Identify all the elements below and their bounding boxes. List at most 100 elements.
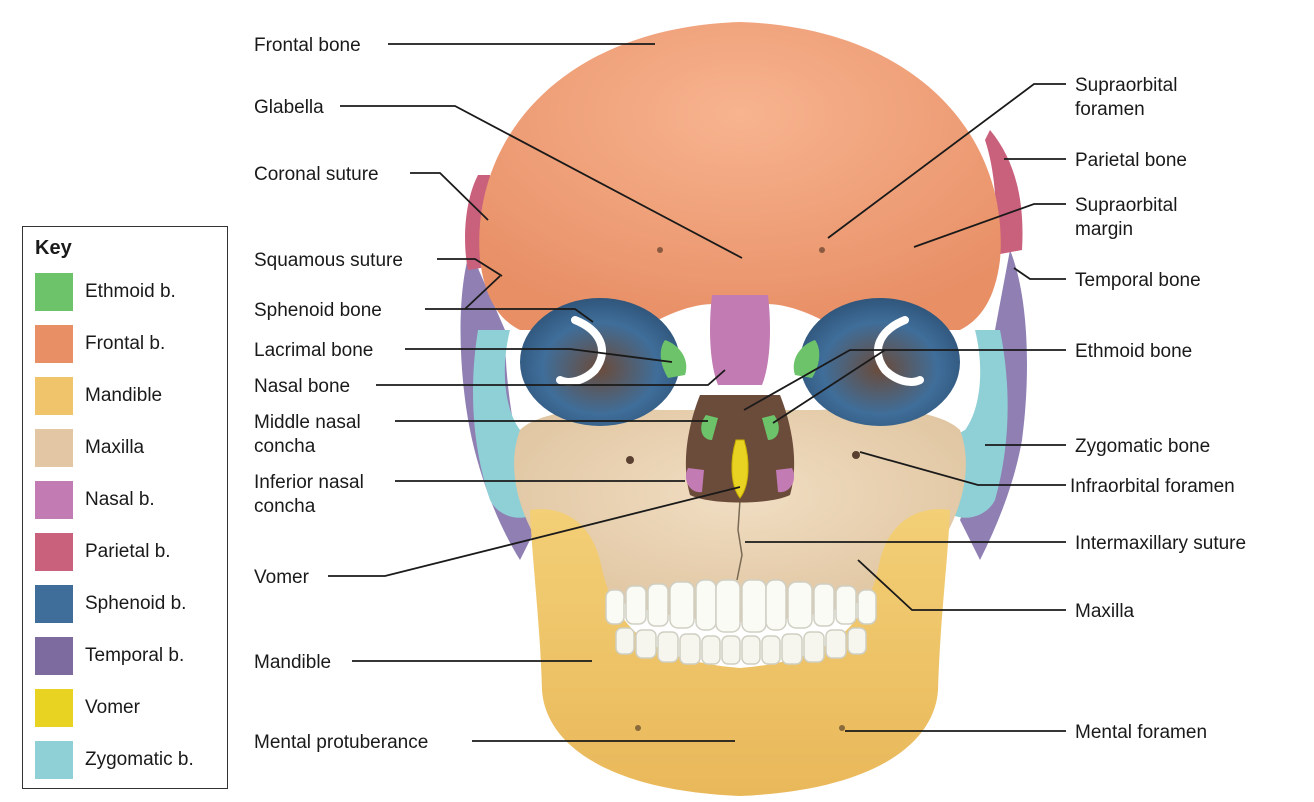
tooth [847,627,867,655]
label-supraorbital-margin-line1: Supraorbital [1075,195,1177,216]
label-lacrimal-bone: Lacrimal bone [254,340,373,361]
mental-foramen-right [839,725,845,731]
label-glabella: Glabella [254,97,324,118]
label-zygomatic-bone: Zygomatic bone [1075,436,1210,457]
tooth [741,635,761,665]
key-item-nasal: Nasal b. [35,481,225,519]
leader-lines [328,43,1066,742]
tooth [635,629,657,659]
tooth [825,629,847,659]
leader-ethmoid-bone-2 [743,349,885,411]
right-orbit-fissure [873,316,924,386]
tooth [701,635,721,665]
label-infraorbital-foramen: Infraorbital foramen [1070,476,1235,497]
nasal-bone-shape [710,295,770,385]
leader-vomer [328,486,741,577]
supraorbital-foramen-right [819,247,825,253]
labels-right: Supraorbital foramen Parietal bone Supra… [1070,75,1246,743]
key-swatch [35,637,73,675]
tooth [721,635,741,665]
key-item-maxilla: Maxilla [35,429,225,467]
tooth [835,585,857,625]
lower-teeth [615,627,867,665]
leader-infraorbital-foramen [859,451,1066,486]
key-swatch [35,273,73,311]
key-swatch [35,481,73,519]
tooth [647,583,669,627]
tooth [741,579,767,633]
key-label: Nasal b. [85,489,155,510]
tooth [765,579,787,631]
key-swatch [35,741,73,779]
tooth [657,631,679,663]
label-supraorbital-margin-line2: margin [1075,219,1133,240]
label-intermaxillary-suture: Intermaxillary suture [1075,533,1246,554]
inferior-nasal-concha-shape-right [776,468,795,493]
key-label: Ethmoid b. [85,281,176,302]
leader-sphenoid-bone-2 [465,308,594,323]
key-item-ethmoid: Ethmoid b. [35,273,225,311]
label-vomer: Vomer [254,567,310,588]
label-mental-protuberance: Mental protuberance [254,732,428,753]
mandible-shape [530,509,950,796]
vomer-shape [731,439,749,499]
leader-lacrimal-bone [405,348,673,363]
key-item-frontal: Frontal b. [35,325,225,363]
key-swatch [35,585,73,623]
key-swatch [35,325,73,363]
key-item-vomer: Vomer [35,689,225,727]
key-label: Vomer [85,697,140,718]
upper-teeth [605,579,877,633]
key-label: Sphenoid b. [85,593,187,614]
tooth [781,633,803,665]
key-swatch [35,377,73,415]
label-maxilla: Maxilla [1075,601,1135,622]
leader-glabella [340,105,743,259]
label-squamous-suture: Squamous suture [254,250,403,271]
key-item-temporal: Temporal b. [35,637,225,675]
key-swatch [35,533,73,571]
key-label: Parietal b. [85,541,171,562]
label-sphenoid-bone: Sphenoid bone [254,300,382,321]
label-frontal-bone: Frontal bone [254,35,361,56]
leader-nasal-bone [376,369,726,386]
label-middle-nasal-concha-line2: concha [254,436,316,457]
tooth [787,581,813,629]
key-label: Mandible [85,385,163,406]
label-inferior-nasal-concha-line1: Inferior nasal [254,472,364,493]
left-orbit-fissure [556,316,607,386]
labels-left: Frontal bone Glabella Coronal suture Squ… [254,35,428,753]
tooth [715,579,741,633]
skull-illustration [460,22,1027,796]
mental-foramen-left [635,725,641,731]
tooth [615,627,635,655]
tooth [625,585,647,625]
leader-temporal-bone [1013,267,1066,280]
label-supraorbital-foramen-line2: foramen [1075,99,1145,120]
tooth [605,589,625,625]
infraorbital-foramen-left [626,456,634,464]
color-key: Key Ethmoid b. Frontal b. Mandible Maxil… [22,226,228,789]
label-mandible: Mandible [254,652,331,673]
key-swatch [35,429,73,467]
leader-supraorbital-margin [913,203,1066,248]
tooth [857,589,877,625]
leader-supraorbital-foramen [827,83,1066,239]
tooth [669,581,695,629]
key-item-mandible: Mandible [35,377,225,415]
tooth [679,633,701,665]
tooth [695,579,717,631]
label-temporal-bone: Temporal bone [1075,270,1201,291]
key-label: Maxilla [85,437,145,458]
frontal-bone-shape [479,22,1001,330]
parietal-bone-right-shape [985,130,1023,255]
label-ethmoid-bone: Ethmoid bone [1075,341,1192,362]
label-parietal-bone: Parietal bone [1075,150,1187,171]
supraorbital-foramen-left [657,247,663,253]
label-supraorbital-foramen-line1: Supraorbital [1075,75,1177,96]
key-label: Zygomatic b. [85,749,194,770]
leader-coronal-suture [410,172,489,221]
intermaxillary-suture-line [736,499,743,581]
tooth [761,635,781,665]
